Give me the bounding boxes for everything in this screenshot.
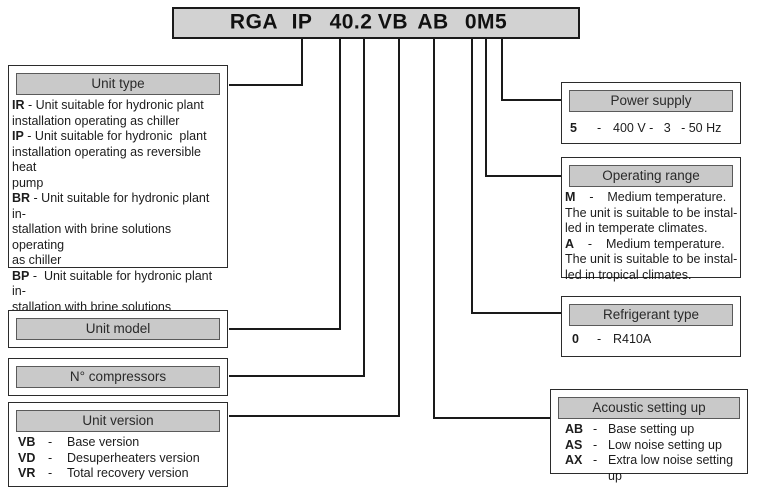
operating-range-item-m: M - Medium temperature. The unit is suit… (565, 190, 738, 237)
acoustic-item-as: AS-Low noise setting up (551, 438, 747, 454)
unit-model-header: Unit model (16, 318, 220, 340)
n-compressors-header: N° compressors (16, 366, 220, 388)
unit-type-item-br: BR - Unit suitable for hydronic plant in… (12, 191, 225, 269)
code-segment-refrig-range-power: 0M5 (464, 10, 508, 34)
acoustic-setting-body: AB-Base setting up AS-Low noise setting … (551, 419, 747, 484)
refrigerant-type-box: Refrigerant type 0 -R410A (561, 296, 741, 357)
code-br: BR (12, 191, 31, 205)
connector-unit-type (229, 38, 303, 86)
unit-version-item-vb: VB-Base version (9, 435, 227, 451)
n-compressors-box: N° compressors (8, 358, 228, 396)
unit-version-item-vd: VD-Desuperheaters version (9, 451, 227, 467)
acoustic-item-ax: AX-Extra low noise setting up (551, 453, 747, 484)
connector-operating-range (485, 38, 561, 177)
code-bp: BP (12, 268, 30, 283)
operating-range-header: Operating range (569, 165, 733, 187)
code-a: A (565, 236, 575, 251)
connector-unit-model (229, 38, 341, 330)
sep: - (48, 435, 53, 449)
connector-refrigerant (471, 38, 561, 314)
code-segment-acoustic: AB (417, 10, 449, 34)
code-m: M (565, 190, 576, 204)
acoustic-item-ab: AB-Base setting up (551, 422, 747, 438)
unit-type-item-ip: IP - Unit suitable for hydronic plant in… (12, 129, 225, 191)
unit-version-body: VB-Base version VD-Desuperheaters versio… (9, 432, 227, 482)
unit-type-body: IR - Unit suitable for hydronic plant in… (9, 95, 227, 346)
desc-ip: - Unit suitable for hydronic plant insta… (12, 129, 207, 190)
code-ax: AX (565, 453, 583, 467)
code-segment-model: 40.2 (329, 10, 373, 34)
code-segment-unit-type: IP (291, 10, 313, 34)
desc-0: R410A (613, 332, 652, 346)
desc-ax: Extra low noise setting up (608, 453, 734, 483)
unit-version-box: Unit version VB-Base version VD-Desuperh… (8, 402, 228, 487)
unit-version-item-vr: VR-Total recovery version (9, 466, 227, 482)
operating-range-box: Operating range M - Medium temperature. … (561, 157, 741, 282)
unit-type-item-ir: IR - Unit suitable for hydronic plant in… (12, 98, 225, 129)
sep: - (593, 437, 598, 452)
refrigerant-item-0: 0 -R410A (562, 332, 740, 348)
desc-br: - Unit suitable for hydronic plant in- s… (12, 191, 210, 267)
power-supply-box: Power supply 5 -400 V - 3 - 50 Hz (561, 82, 741, 144)
code-segment-series: RGA (229, 10, 279, 34)
code-vr: VR (18, 466, 36, 480)
unit-version-header: Unit version (16, 410, 220, 432)
connector-power-supply (501, 38, 561, 101)
code-0: 0 (572, 332, 579, 346)
refrigerant-type-body: 0 -R410A (562, 326, 740, 348)
connector-n-compressors (229, 38, 365, 377)
sep: - (48, 450, 53, 465)
desc-vd: Desuperheaters version (67, 450, 200, 465)
desc-ir: - Unit suitable for hydronic plant insta… (12, 98, 204, 128)
sep: - (597, 332, 602, 346)
acoustic-setting-header: Acoustic setting up (558, 397, 740, 419)
desc-vb: Base version (67, 435, 140, 449)
acoustic-setting-box: Acoustic setting up AB-Base setting up A… (550, 389, 748, 483)
code-vb: VB (18, 435, 36, 449)
sep: - (593, 422, 598, 436)
sep: - (48, 466, 53, 480)
model-code-box: RGA IP 40.2 VB AB 0M5 (172, 7, 580, 39)
desc-a: - Medium temperature. The unit is suitab… (565, 236, 738, 282)
code-as: AS (565, 437, 583, 452)
power-supply-body: 5 -400 V - 3 - 50 Hz (562, 112, 740, 137)
refrigerant-type-header: Refrigerant type (569, 304, 733, 326)
code-ir: IR (12, 98, 25, 112)
unit-type-box: Unit type IR - Unit suitable for hydroni… (8, 65, 228, 345)
desc-as: Low noise setting up (608, 437, 722, 452)
power-supply-header: Power supply (569, 90, 733, 112)
code-vd: VD (18, 450, 36, 465)
desc-m: - Medium temperature. The unit is suitab… (565, 190, 738, 235)
sep: - (597, 121, 602, 135)
code-ab: AB (565, 422, 584, 436)
unit-model-box: Unit model (8, 310, 228, 348)
desc-ab: Base setting up (608, 422, 695, 436)
sep: - (593, 453, 598, 467)
desc-5: 400 V - 3 - 50 Hz (613, 121, 722, 135)
power-supply-item-5: 5 -400 V - 3 - 50 Hz (562, 121, 740, 137)
code-5: 5 (570, 121, 577, 135)
operating-range-item-a: A - Medium temperature. The unit is suit… (565, 237, 738, 284)
connector-acoustic (433, 38, 550, 419)
code-segment-version: VB (377, 10, 409, 34)
desc-vr: Total recovery version (67, 466, 189, 480)
code-ip: IP (12, 129, 24, 143)
unit-type-header: Unit type (16, 73, 220, 95)
connector-unit-version (229, 38, 400, 417)
operating-range-body: M - Medium temperature. The unit is suit… (562, 187, 740, 283)
